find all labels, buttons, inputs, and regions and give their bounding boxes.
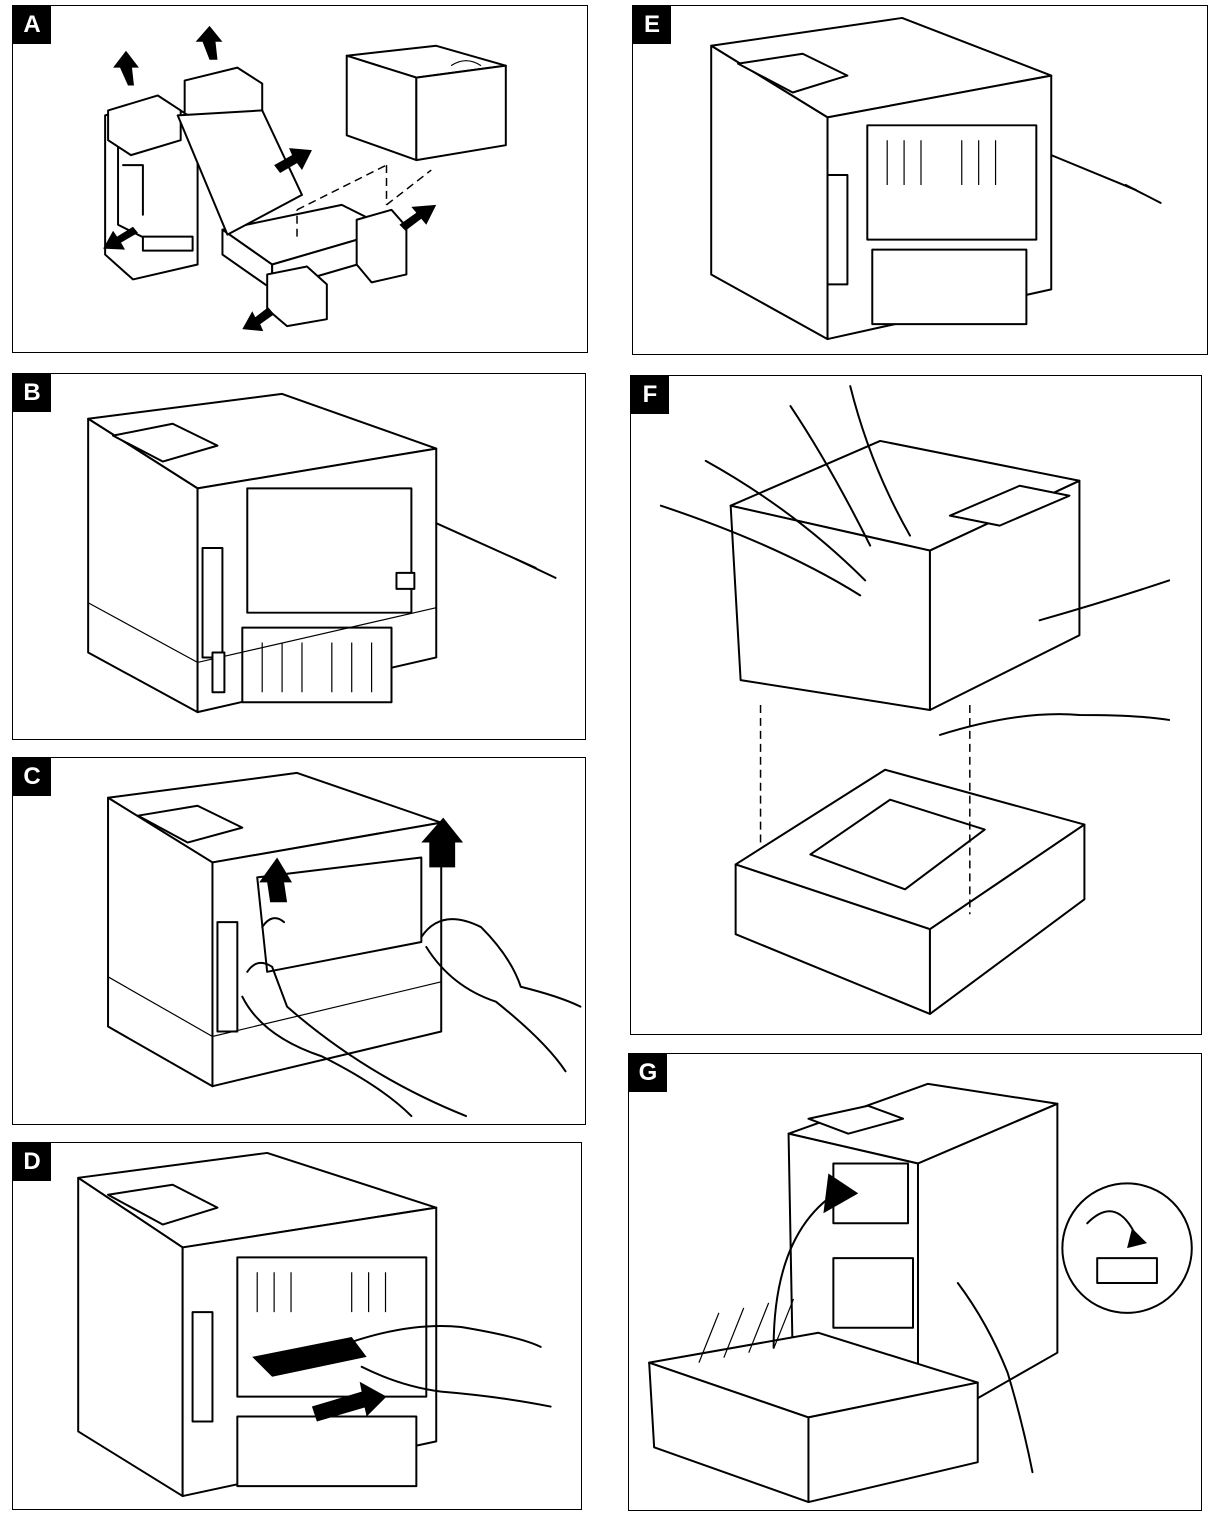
screwdriver [435,522,557,579]
panel-a-label: A [13,6,51,44]
panel-c: C [12,757,586,1125]
packing-tray [104,66,432,328]
printer-rear-view [77,1151,438,1498]
panel-b: B [12,373,586,740]
panel-f-label: F [631,376,669,414]
panel-e-label: E [633,6,671,44]
panel-d-illustration [77,1151,552,1498]
printer-rear-view [787,1082,1059,1434]
panel-d: D [12,1142,582,1510]
panel-f: F [630,375,1202,1035]
panel-g-label: G [629,1054,667,1092]
panel-c-label: C [13,758,51,796]
hand [350,1325,552,1408]
panel-f-illustration [659,385,1171,1015]
hands [241,918,582,1118]
duplex-unit [648,1298,979,1504]
panel-b-label: B [13,374,51,412]
alignment-guides [759,705,971,915]
arrows-remove [103,25,437,332]
panel-e: E [632,5,1208,355]
cable-detail-inset [1061,1182,1193,1314]
panel-d-label: D [13,1143,51,1181]
printer-rear-view [87,392,438,714]
power-cable [956,1282,1034,1474]
panel-g-illustration [648,1082,1193,1504]
attach-arrow [772,1173,859,1349]
arrows-lift [259,817,464,929]
panel-a-illustration [103,25,507,332]
printer-lifted [729,439,1081,711]
screwdriver [1050,154,1162,204]
panel-g: G [628,1053,1202,1511]
printer-rear-view [710,16,1053,341]
paper-feeder [734,768,1086,1015]
panel-c-illustration [107,771,582,1118]
pull-arrow [311,1381,387,1422]
panel-e-illustration [710,16,1162,341]
panel-b-illustration [87,392,557,714]
panel-a: A [12,5,588,353]
arms [659,385,1171,736]
open-box-outline [345,44,507,162]
printer-rear-view [107,771,443,1088]
